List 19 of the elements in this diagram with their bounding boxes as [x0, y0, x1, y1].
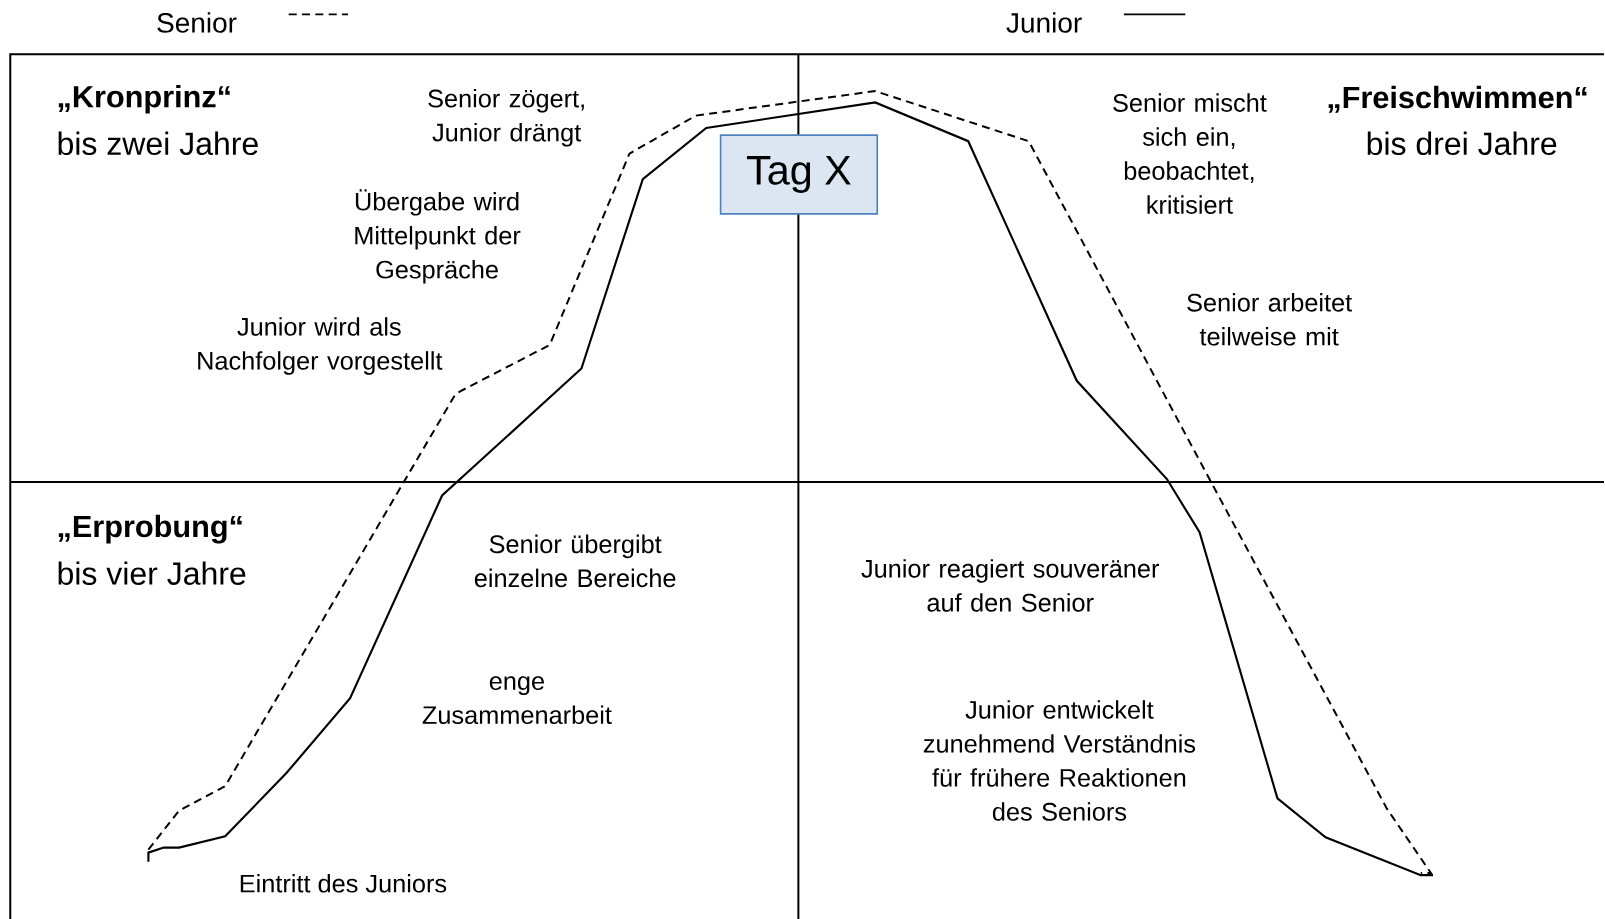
annotation-text: enge Zusammenarbeit	[422, 676, 612, 724]
phase-title: „Erprobung“	[58, 514, 242, 544]
legend-label: Junior	[1006, 12, 1082, 33]
annotation-text: Senior übergibt einzelne Bereiche	[474, 534, 676, 588]
legend-label: Senior	[157, 12, 237, 33]
phase-duration: bis drei Jahre	[1367, 131, 1557, 155]
annotation-text: Junior entwickelt zunehmend Verständnis für frühere Reaktionen des Seniors	[923, 700, 1196, 821]
phase-duration: bis zwei Jahre	[58, 131, 258, 155]
phase-title: „Freischwimmen“	[1328, 85, 1587, 113]
annotation-text: Junior wird als Nachfolger vorgestellt	[198, 317, 443, 375]
annotation-text: Senior mischt sich ein, beobachtet, kritisiert	[1113, 93, 1267, 214]
phase-title: „Kronprinz“	[58, 84, 230, 114]
annotation-text: Übergabe wird Mittelpunkt der Gespräche	[355, 189, 521, 284]
label-box: Tag X	[719, 134, 879, 215]
annotation-text: Senior zögert, Junior drängt	[428, 88, 584, 147]
phase-duration: bis vier Jahre	[58, 561, 246, 585]
annotation-text: Junior reagiert souveräner auf den Senior	[861, 559, 1159, 612]
annotation-text: Eintritt des Juniors	[240, 873, 447, 893]
annotation-text: Senior arbeitet teilweise mit	[1187, 292, 1353, 346]
